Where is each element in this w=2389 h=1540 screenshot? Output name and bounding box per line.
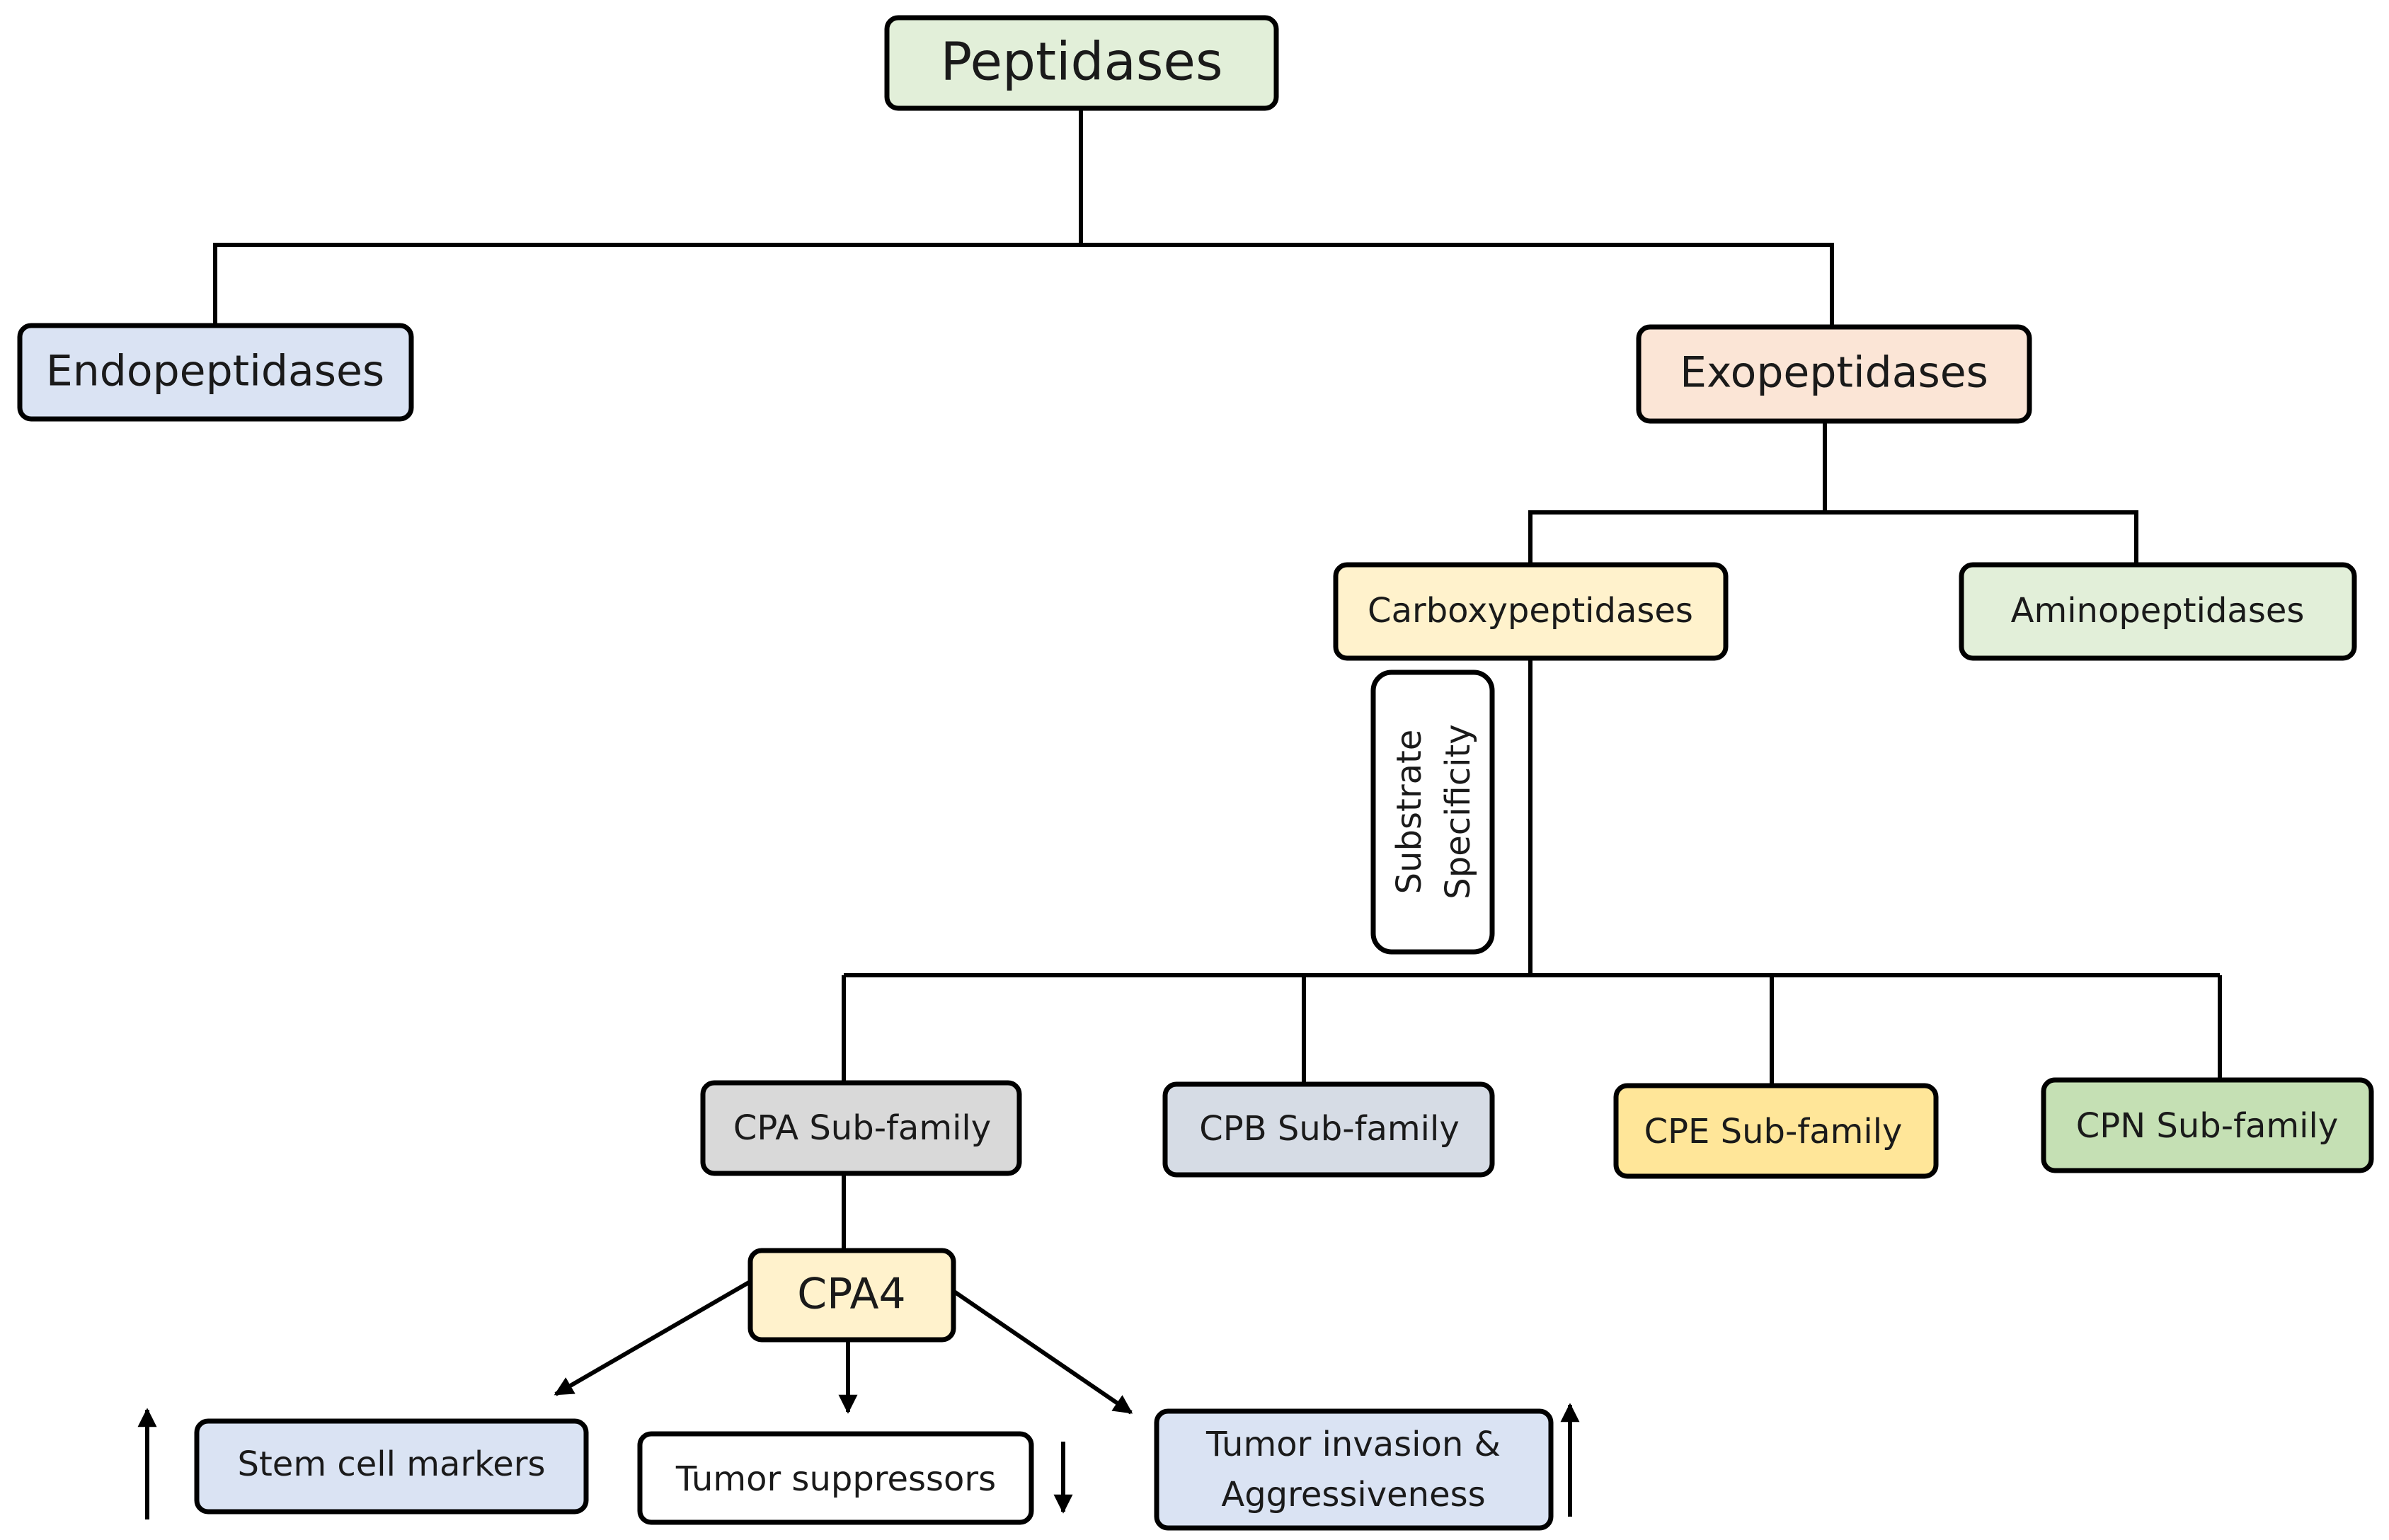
node-substrate-specificity: Substrate Specificity <box>1370 670 1495 955</box>
arrow-cpa4-to-tumor-invasion <box>953 1289 1133 1415</box>
node-cpb-subfamily: CPB Sub-family <box>1162 1081 1495 1178</box>
node-cpn-subfamily-label: CPN Sub-family <box>2076 1106 2338 1146</box>
node-tumor-invasion-box <box>1154 1408 1554 1531</box>
node-carboxypeptidases-box <box>1333 562 1729 661</box>
node-substrate-specificity-line1: Substrate <box>1390 730 1429 895</box>
arrow-cpa4-to-stem-cell-markers <box>554 1280 750 1396</box>
node-exopeptidases: Exopeptidases <box>1636 324 2032 424</box>
node-tumor-invasion: Tumor invasion & Aggressiveness <box>1154 1408 1554 1531</box>
node-aminopeptidases: Aminopeptidases <box>1959 562 2357 661</box>
node-cpn-subfamily: CPN Sub-family <box>2041 1077 2374 1173</box>
node-exopeptidases-label: Exopeptidases <box>1680 348 1988 398</box>
node-stem-cell-markers: Stem cell markers <box>194 1418 589 1515</box>
node-substrate-specificity-line2: Specificity <box>1438 724 1478 899</box>
connector-peptidases-branch <box>213 243 1834 327</box>
node-cpa4: CPA4 <box>747 1248 956 1343</box>
connectors <box>137 108 2222 1519</box>
node-stem-cell-markers-label: Stem cell markers <box>238 1444 546 1484</box>
node-cpe-subfamily-label: CPE Sub-family <box>1644 1112 1903 1151</box>
node-peptidases-label: Peptidases <box>940 32 1222 93</box>
node-tumor-suppressors-box <box>637 1431 1034 1525</box>
node-cpa-subfamily: CPA Sub-family <box>700 1080 1022 1176</box>
node-carboxypeptidases: Carboxypeptidases <box>1333 562 1729 661</box>
node-cpa4-box <box>747 1248 956 1343</box>
node-tumor-invasion-line2: Aggressiveness <box>1221 1475 1485 1515</box>
node-cpb-subfamily-label: CPB Sub-family <box>1199 1109 1459 1149</box>
node-cpa4-label: CPA4 <box>797 1270 905 1319</box>
node-tumor-suppressors: Tumor suppressors <box>637 1431 1034 1525</box>
node-endopeptidases-box <box>17 323 414 422</box>
node-endopeptidases-label: Endopeptidases <box>46 347 384 396</box>
node-carboxypeptidases-label: Carboxypeptidases <box>1368 591 1693 631</box>
node-substrate-specificity-box <box>1370 670 1495 955</box>
node-peptidases-box <box>884 15 1279 111</box>
node-cpb-subfamily-box <box>1162 1081 1495 1178</box>
node-endopeptidases: Endopeptidases <box>17 323 414 422</box>
node-aminopeptidases-label: Aminopeptidases <box>2011 591 2305 631</box>
node-tumor-suppressors-label: Tumor suppressors <box>675 1459 996 1499</box>
node-cpe-subfamily: CPE Sub-family <box>1613 1083 1939 1179</box>
node-tumor-invasion-line1: Tumor invasion & <box>1205 1425 1501 1464</box>
node-stem-cell-markers-box <box>194 1418 589 1515</box>
connector-exopeptidases-branch <box>1528 510 2138 565</box>
node-cpe-subfamily-box <box>1613 1083 1939 1179</box>
node-cpn-subfamily-box <box>2041 1077 2374 1173</box>
node-aminopeptidases-box <box>1959 562 2357 661</box>
node-exopeptidases-box <box>1636 324 2032 424</box>
node-peptidases: Peptidases <box>884 15 1279 111</box>
node-cpa-subfamily-box <box>700 1080 1022 1176</box>
node-cpa-subfamily-label: CPA Sub-family <box>733 1108 991 1148</box>
